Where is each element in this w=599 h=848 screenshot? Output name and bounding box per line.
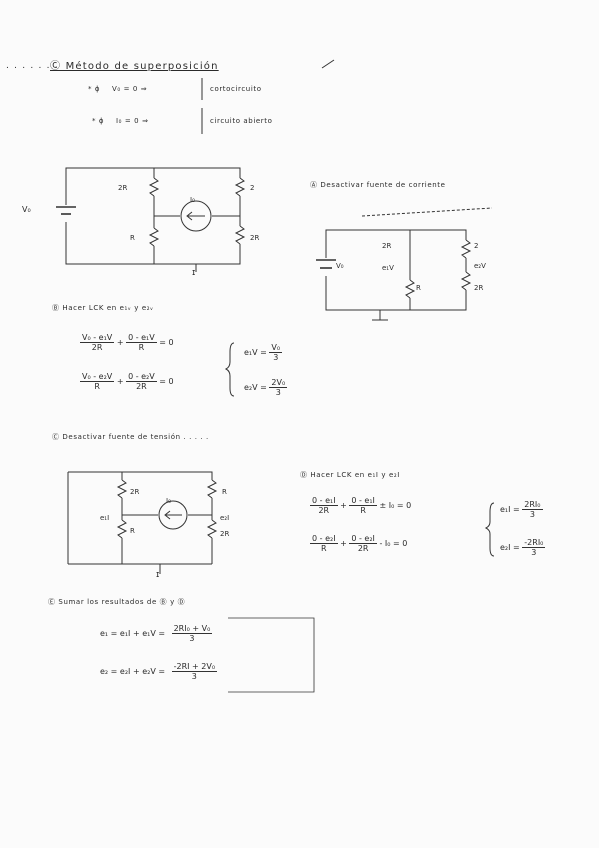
b-result2-lhs: e₂V = bbox=[244, 383, 267, 392]
current-source-icon bbox=[180, 200, 212, 232]
svg-text:e₂I: e₂I bbox=[220, 514, 229, 522]
d-row1: 0 - e₁I 2R + 0 - e₁I R ± I₀ = 0 bbox=[310, 496, 412, 515]
main-r-left-bottom: R bbox=[130, 234, 135, 242]
b-row1-a-den: 2R bbox=[91, 343, 103, 352]
section-a-label: Ⓐ Desactivar fuente de corriente bbox=[310, 181, 446, 189]
svg-text:2: 2 bbox=[474, 242, 478, 250]
svg-text:V₀: V₀ bbox=[336, 262, 344, 270]
b-row1-b-num: 0 - e₁V bbox=[126, 333, 157, 343]
section-e-label: Ⓔ Sumar los resultados de Ⓑ y Ⓓ bbox=[48, 598, 186, 606]
e-row2-den: 3 bbox=[191, 672, 197, 681]
bullet-2-note: circuito abierto bbox=[210, 117, 273, 125]
svg-text:e₁I: e₁I bbox=[100, 514, 109, 522]
b-row2-rhs: = 0 bbox=[159, 377, 174, 386]
b-row2-b-den: 2R bbox=[136, 382, 147, 391]
svg-text:2R: 2R bbox=[474, 284, 483, 292]
circuit-a bbox=[316, 207, 493, 321]
section-c-label: Ⓒ Desactivar fuente de tensión . . . . . bbox=[52, 433, 209, 441]
b-row2-b-num: 0 - e₂V bbox=[126, 372, 157, 382]
b-row2: V₀ - e₂V R + 0 - e₂V 2R = 0 bbox=[80, 372, 174, 391]
e-row1-den: 3 bbox=[189, 634, 195, 643]
d-result1-num: 2RI₀ bbox=[522, 500, 543, 510]
b-row1-b-den: R bbox=[138, 343, 145, 352]
b-result2-den: 3 bbox=[275, 388, 281, 397]
b-result2: e₂V = 2V₀ 3 bbox=[244, 378, 288, 397]
svg-text:2R: 2R bbox=[130, 488, 139, 496]
main-r-left-top: 2R bbox=[118, 184, 127, 192]
d-row1-a-num: 0 - e₁I bbox=[310, 496, 338, 506]
bullet-2-symbol: * ϕ bbox=[92, 117, 105, 125]
d-result1-lhs: e₁I = bbox=[500, 505, 520, 514]
page-heading: Ⓒ Método de superposición bbox=[50, 61, 219, 72]
d-row1-rhs: ± I₀ = 0 bbox=[379, 501, 412, 510]
section-d-label: Ⓓ Hacer LCK en e₁I y e₂I bbox=[300, 471, 400, 479]
bullet-2-expression: I₀ = 0 ⇒ bbox=[116, 117, 149, 125]
d-result1: e₁I = 2RI₀ 3 bbox=[500, 500, 543, 519]
d-row2-rhs: - I₀ = 0 bbox=[379, 539, 408, 548]
svg-text:2R: 2R bbox=[220, 530, 229, 538]
d-row1-a-den: 2R bbox=[318, 506, 330, 515]
svg-text:e₂V: e₂V bbox=[474, 262, 486, 270]
circuit-c bbox=[67, 471, 218, 574]
svg-text:ɪ: ɪ bbox=[192, 268, 195, 278]
main-r-right-top: 2 bbox=[250, 184, 254, 192]
svg-text:I₀: I₀ bbox=[166, 497, 171, 505]
b-row1: V₀ - e₁V 2R + 0 - e₁V R = 0 bbox=[80, 333, 174, 352]
bullet-1-symbol: * ϕ bbox=[88, 85, 101, 93]
bullet-1-note: cortocircuito bbox=[210, 85, 262, 93]
e-row1: e₁ = e₁I + e₁V = 2RI₀ + V₀ 3 bbox=[100, 624, 213, 643]
e-row2-lhs: e₂ = e₂I + e₂V = bbox=[100, 667, 166, 676]
b-row2-a-den: R bbox=[94, 382, 100, 391]
svg-text:R: R bbox=[416, 284, 421, 292]
main-r-right-bottom: 2R bbox=[250, 234, 259, 242]
b-result1-num: V₀ bbox=[269, 343, 283, 353]
b-result1-lhs: e₁V = bbox=[244, 348, 267, 357]
e-row2: e₂ = e₂I + e₂V = -2RI + 2V₀ 3 bbox=[100, 662, 218, 681]
d-row2-a-num: 0 - e₂I bbox=[310, 534, 338, 544]
main-circuit bbox=[56, 167, 246, 272]
main-source-label: V₀ bbox=[22, 205, 31, 214]
svg-text:ɪ: ɪ bbox=[156, 570, 159, 580]
section-b-label: Ⓑ Hacer LCK en e₁ᵥ y e₂ᵥ bbox=[52, 304, 154, 312]
b-row1-a-num: V₀ - e₁V bbox=[80, 333, 115, 343]
e-row1-lhs: e₁ = e₁I + e₁V = bbox=[100, 629, 166, 638]
d-row2: 0 - e₂I R + 0 - e₂I 2R - I₀ = 0 bbox=[310, 534, 408, 553]
bullet-1-expression: V₀ = 0 ⇒ bbox=[112, 85, 148, 93]
d-row1-b-num: 0 - e₁I bbox=[349, 496, 377, 506]
b-result2-num: 2V₀ bbox=[269, 378, 288, 388]
b-row1-rhs: = 0 bbox=[159, 338, 174, 347]
d-row2-b-den: 2R bbox=[357, 544, 369, 553]
svg-text:e₁V: e₁V bbox=[382, 264, 394, 272]
e-row2-num: -2RI + 2V₀ bbox=[171, 662, 218, 672]
d-result2-lhs: e₂I = bbox=[500, 543, 520, 552]
d-row2-b-num: 0 - e₂I bbox=[349, 534, 377, 544]
main-current-label: I₀ bbox=[190, 196, 195, 204]
current-source-c-icon bbox=[158, 500, 188, 530]
d-result2: e₂I = -2RI₀ 3 bbox=[500, 538, 546, 557]
d-result1-den: 3 bbox=[529, 510, 535, 519]
d-row1-b-den: R bbox=[360, 506, 366, 515]
svg-text:2R: 2R bbox=[382, 242, 391, 250]
svg-text:R: R bbox=[130, 527, 135, 535]
b-result1-den: 3 bbox=[273, 353, 279, 362]
d-result2-num: -2RI₀ bbox=[522, 538, 546, 548]
b-result1: e₁V = V₀ 3 bbox=[244, 343, 283, 362]
d-result2-den: 3 bbox=[531, 548, 537, 557]
b-row2-a-num: V₀ - e₂V bbox=[80, 372, 115, 382]
d-row2-a-den: R bbox=[321, 544, 327, 553]
svg-text:R: R bbox=[222, 488, 227, 496]
e-row1-num: 2RI₀ + V₀ bbox=[171, 624, 213, 634]
heading-dots: . . . . . . . bbox=[6, 61, 59, 71]
